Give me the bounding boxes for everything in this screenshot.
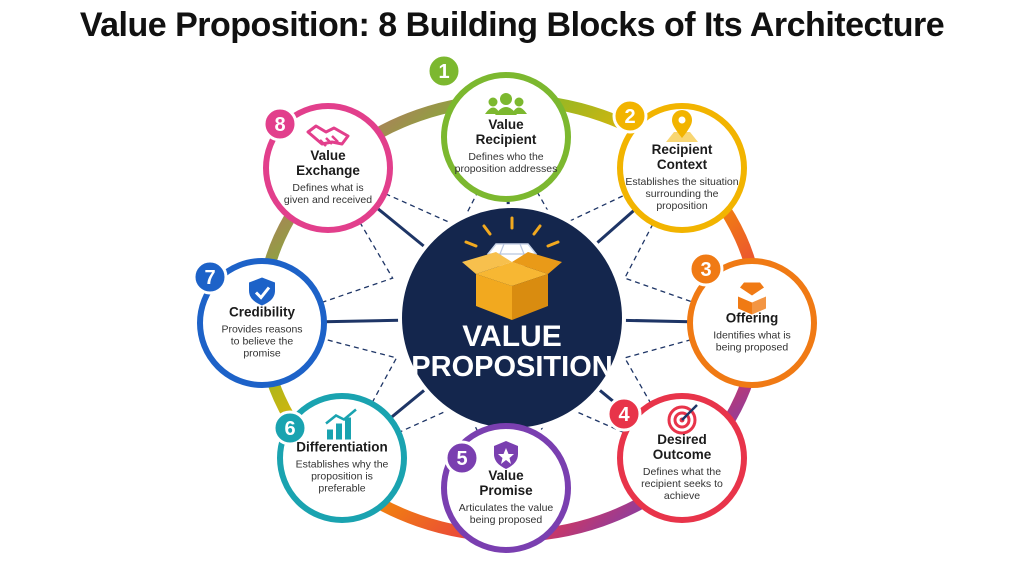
number-badge	[272, 410, 308, 446]
number-badge	[444, 440, 480, 476]
block-description: Articulates the value	[459, 502, 554, 514]
group-users-icon	[485, 93, 527, 115]
block-circle	[617, 103, 747, 233]
number-badge	[612, 98, 648, 134]
sparkle-icon	[464, 216, 560, 248]
block-title: Differentiation	[296, 440, 388, 455]
bar-chart-icon	[325, 408, 357, 440]
block-number: 2	[624, 106, 635, 128]
block-number: 4	[618, 404, 630, 426]
block-description: Establishes why the	[296, 459, 389, 471]
block-description: recipient seeks to	[641, 478, 723, 490]
number-badge	[192, 259, 228, 295]
block-circle	[263, 103, 393, 233]
block-description: Defines what the	[643, 466, 721, 478]
block-description: achieve	[664, 490, 700, 502]
block-number: 8	[274, 114, 285, 136]
center-hub: VALUE PROPOSITION	[398, 204, 626, 432]
block-description: preferable	[318, 483, 365, 495]
gem-box-icon	[738, 282, 766, 315]
block-description: Identifies what is	[713, 330, 791, 342]
block-title: Outcome	[653, 447, 712, 462]
check-shield-icon	[249, 277, 275, 306]
block-title: Value	[488, 117, 524, 132]
block-circle	[197, 258, 327, 388]
block-description: given and received	[284, 194, 372, 206]
block-description: promise	[243, 348, 281, 360]
block-circle	[277, 393, 407, 523]
block-title: Credibility	[229, 305, 296, 320]
spoke-line	[375, 206, 427, 249]
block-title: Recipient	[652, 142, 713, 157]
block-description: being proposed	[716, 342, 789, 354]
block-title: Desired	[657, 432, 707, 447]
block-title: Value	[310, 148, 346, 163]
block-title: Value	[488, 468, 524, 483]
block-description: surrounding the	[646, 188, 719, 200]
block-title: Promise	[479, 483, 533, 498]
block-title: Exchange	[296, 163, 360, 178]
block-number: 6	[284, 418, 295, 440]
block-description: proposition is	[311, 471, 373, 483]
block-title: Context	[657, 157, 708, 172]
target-icon	[667, 404, 698, 435]
block-description: Defines who the	[468, 151, 543, 163]
block-title: Offering	[726, 311, 779, 326]
map-pin-icon	[666, 110, 698, 142]
block-number: 7	[204, 267, 215, 289]
handshake-icon	[306, 124, 350, 147]
spoke-line	[594, 207, 637, 246]
block-description: proposition addresses	[455, 163, 558, 175]
block-circle	[441, 72, 571, 202]
block-title: Recipient	[476, 132, 537, 147]
spoke-line	[323, 318, 401, 324]
page-title: Value Proposition: 8 Building Blocks of …	[79, 6, 945, 44]
block-description: proposition	[656, 200, 708, 212]
block-description: Provides reasons	[221, 324, 302, 336]
block-number: 5	[456, 448, 467, 470]
spoke-line	[623, 318, 691, 324]
block-description: Establishes the situation	[625, 176, 738, 188]
number-badge	[606, 396, 642, 432]
block-description: to believe the	[231, 336, 294, 348]
star-shield-icon	[494, 441, 518, 469]
block-description: being proposed	[470, 514, 543, 526]
block-number: 1	[438, 61, 449, 83]
block-circle	[687, 258, 817, 388]
center-title-line2: PROPOSITION	[411, 351, 612, 383]
number-badge	[262, 106, 298, 142]
number-badge	[426, 53, 462, 89]
number-badge	[688, 251, 724, 287]
block-number: 3	[700, 259, 711, 281]
spoke-line	[388, 388, 427, 420]
center-title-line1: VALUE	[462, 320, 561, 353]
open-box-icon	[462, 252, 562, 320]
block-description: Defines what is	[292, 182, 363, 194]
block-circle	[617, 393, 747, 523]
